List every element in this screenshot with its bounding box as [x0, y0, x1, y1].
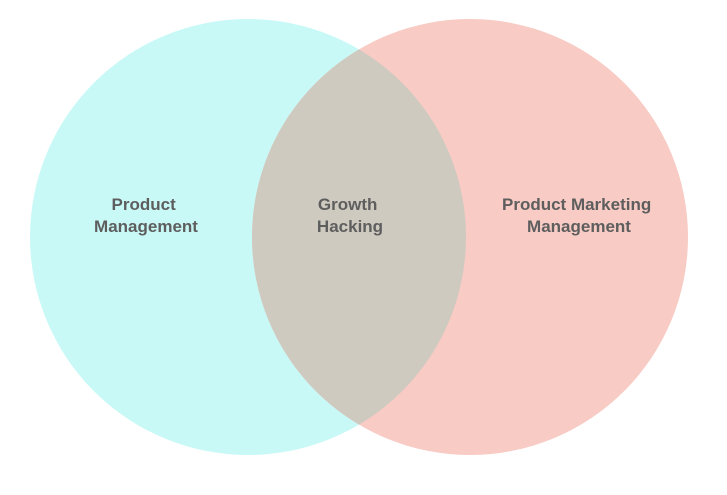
intersection-label-growth-hacking: Growth Hacking — [317, 195, 383, 236]
intersection-region — [252, 19, 466, 455]
set-label-product-management: Product Management — [94, 195, 198, 236]
set-label-product-marketing-management: Product Marketing Management — [502, 195, 656, 236]
